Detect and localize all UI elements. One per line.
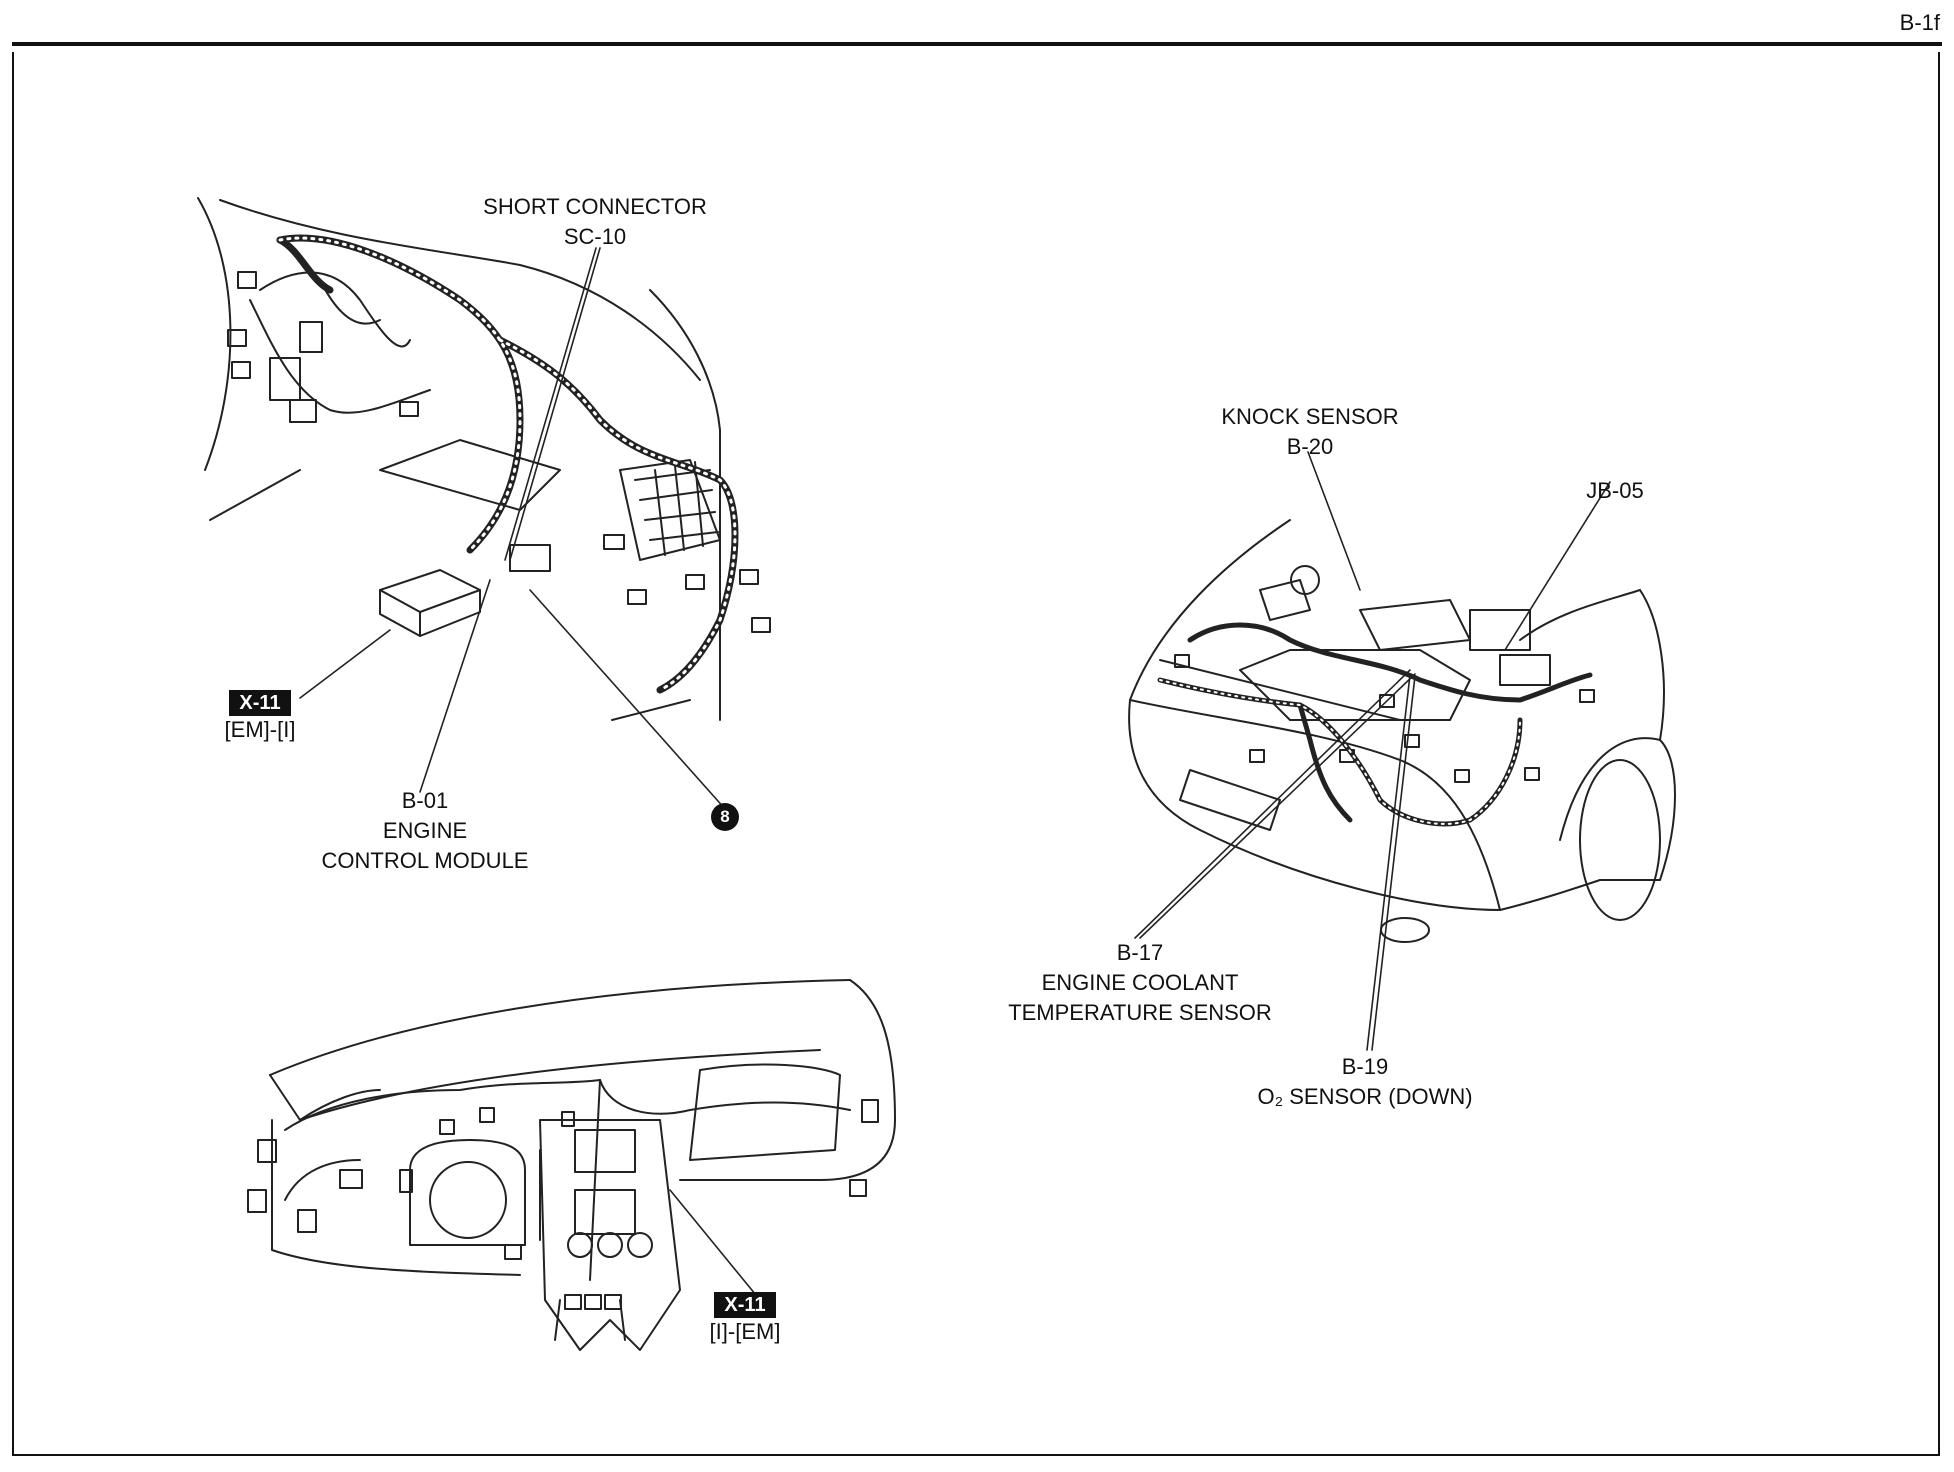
coolant-title-1: ENGINE COOLANT [1041,970,1239,995]
x11-bottom-sub: [I]-[EM] [709,1319,781,1344]
ecm-title-1: ENGINE [382,818,468,843]
ecm-label: B-01 ENGINE CONTROL MODULE [300,786,550,876]
jb05-label: JB-05 [1586,478,1644,503]
short-connector-title: SHORT CONNECTOR [483,194,707,219]
engine-leaders [1134,451,1611,1051]
short-connector-label: SHORT CONNECTOR SC-10 [470,192,720,252]
instrument-panel-illustration [247,979,896,1351]
cabin-harness-dots [278,236,737,692]
x11-bottom-tag: X-11 [I]-[EM] [690,1290,800,1346]
engine-harness-dots [1159,679,1521,825]
x11-top-code: X-11 [229,690,291,716]
ecm-code: B-01 [401,788,449,813]
knock-sensor-code: B-20 [1286,434,1334,459]
short-connector-code: SC-10 [563,224,627,249]
x11-top-sub: [EM]-[I] [224,717,296,742]
ground-point-8: 8 [711,803,739,831]
x11-top-tag: X-11 [EM]-[I] [210,688,310,744]
o2-title: O₂ SENSOR (DOWN) [1257,1084,1473,1109]
o2-code: B-19 [1341,1054,1389,1079]
header-rule [12,42,1942,46]
o2-sensor-label: B-19 O₂ SENSOR (DOWN) [1225,1052,1505,1112]
coolant-sensor-label: B-17 ENGINE COOLANT TEMPERATURE SENSOR [990,938,1290,1028]
cabin-floor-illustration [197,197,771,721]
page-frame [12,52,1940,1456]
page-id: B-1f [1899,10,1940,35]
coolant-code: B-17 [1116,940,1164,965]
engine-bay-illustration [1128,519,1676,943]
ecm-title-2: CONTROL MODULE [321,848,529,873]
coolant-title-2: TEMPERATURE SENSOR [1008,1000,1272,1025]
knock-sensor-title: KNOCK SENSOR [1221,404,1399,429]
knock-sensor-label: KNOCK SENSOR B-20 [1200,402,1420,462]
x11-bottom-code: X-11 [714,1292,776,1318]
cabin-leaders [299,247,727,811]
